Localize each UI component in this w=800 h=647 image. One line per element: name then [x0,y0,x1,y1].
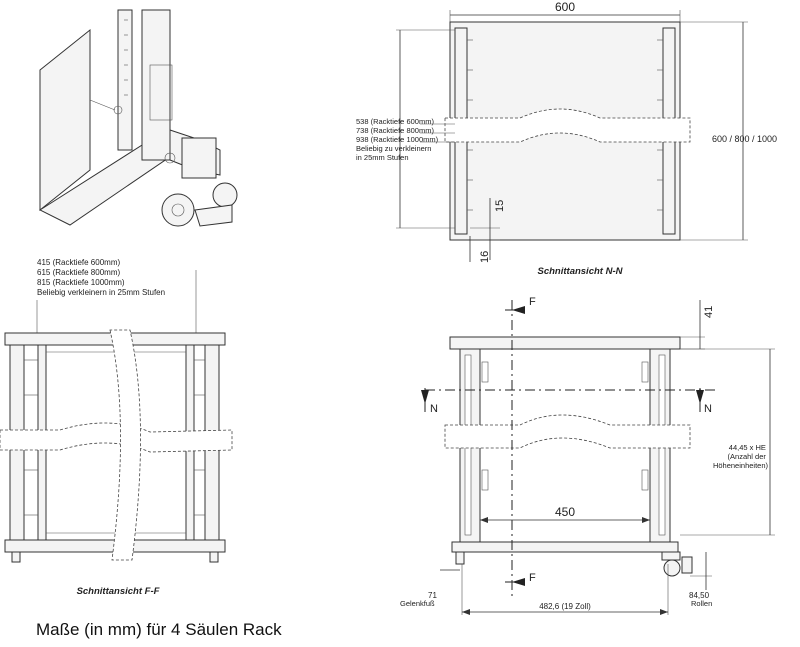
rollen-label: Rollen [691,599,712,608]
section-n-left: N [430,403,438,415]
section-n-right: N [704,403,712,415]
isometric-detail [38,9,238,227]
dim-600-label: 600 [555,0,575,14]
dim-482-label: 482,6 (19 Zoll) [539,602,591,611]
gelenkfuss-label: Gelenkfuß [400,599,435,608]
dim-450-label: 450 [555,505,575,519]
dim-8450-label: 84,50 [689,591,710,600]
section-f-f-view: 415 (Racktiefe 600mm) 615 (Racktiefe 800… [0,258,233,597]
he-note: 44,45 x HE (Anzahl der Höheneinheiten) [713,443,769,470]
side-depth-notes: 415 (Racktiefe 600mm) 615 (Racktiefe 800… [37,258,165,297]
dim-15-label: 15 [494,200,506,212]
caption-f-f: Schnittansicht F-F [77,586,160,597]
inner-depth-notes: 538 (Racktiefe 600mm) 738 (Racktiefe 800… [356,117,440,162]
section-n-n-view: 600 600 / 800 / 1000 538 (Racktiefe 600m… [356,0,777,277]
section-f-bottom: F [529,572,536,584]
caption-n-n: Schnittansicht N-N [538,266,624,277]
dim-16-label: 16 [479,251,491,263]
dim-depth-label: 600 / 800 / 1000 [712,134,777,144]
dim-71-label: 71 [428,591,437,600]
dim-41-label: 41 [703,306,715,318]
page-footer-title: Maße (in mm) für 4 Säulen Rack [36,620,282,639]
section-f-top: F [529,296,536,308]
front-view: F F N N 41 44,45 x HE (Anzahl der Höhene… [400,296,775,615]
